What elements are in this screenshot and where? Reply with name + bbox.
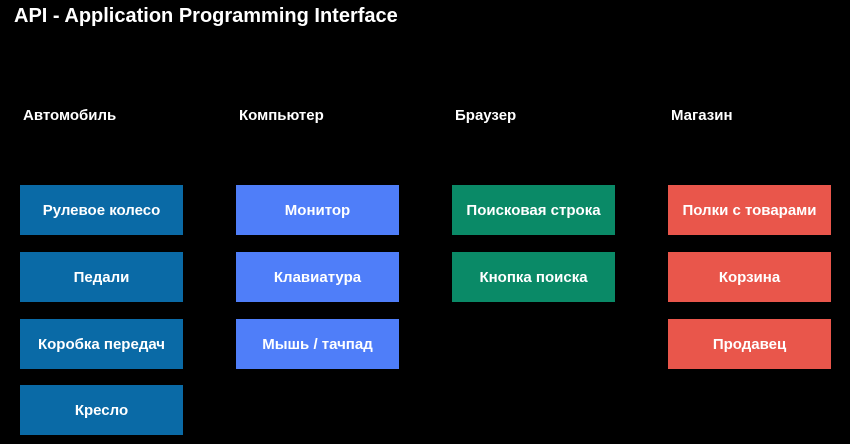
column-heading-browser: Браузер xyxy=(455,107,517,124)
column-computer: Компьютер Монитор Клавиатура Мышь / тачп… xyxy=(236,106,401,369)
box-seat: Кресло xyxy=(20,385,183,435)
slide-title: API - Application Programming Interface xyxy=(14,5,398,27)
column-shop: Магазин Полки с товарами Корзина Продаве… xyxy=(668,106,833,369)
box-search-bar: Поисковая строка xyxy=(452,185,615,235)
box-seller: Продавец xyxy=(668,319,831,369)
box-product-shelves: Полки с товарами xyxy=(668,185,831,235)
box-keyboard: Клавиатура xyxy=(236,252,399,302)
column-browser: Браузер Поисковая строка Кнопка поиска xyxy=(452,106,617,302)
box-mouse-touchpad: Мышь / тачпад xyxy=(236,319,399,369)
column-heading-shop: Магазин xyxy=(671,107,733,124)
column-heading-car: Автомобиль xyxy=(23,107,117,124)
box-search-button: Кнопка поиска xyxy=(452,252,615,302)
box-pedals: Педали xyxy=(20,252,183,302)
box-monitor: Монитор xyxy=(236,185,399,235)
column-heading-computer: Компьютер xyxy=(239,107,324,124)
box-steering-wheel: Рулевое колесо xyxy=(20,185,183,235)
box-cart: Корзина xyxy=(668,252,831,302)
column-car: Автомобиль Рулевое колесо Педали Коробка… xyxy=(20,106,185,435)
box-gearbox: Коробка передач xyxy=(20,319,183,369)
